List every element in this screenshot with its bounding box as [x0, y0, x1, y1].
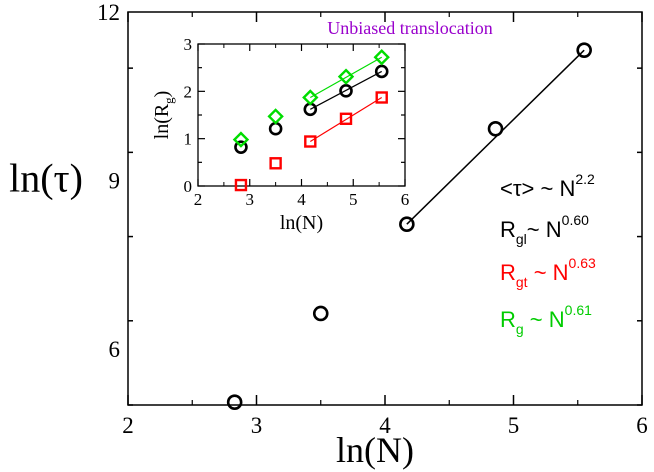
inset-data-point [337, 68, 355, 85]
main-y-tick-label: 6 [109, 337, 121, 362]
inset-x-tick-label: 4 [297, 190, 306, 209]
inset-data-point [302, 89, 319, 106]
scaling-annotation: Rgt ~ N0.63 [500, 255, 596, 290]
annotation-base: R [500, 307, 516, 332]
inset-x-tick-label: 6 [401, 190, 410, 209]
annotation-superscript: 2.2 [575, 171, 595, 187]
inset-data-point [375, 91, 388, 104]
inset-data-point [374, 64, 389, 79]
annotation-subscript: g [516, 321, 524, 337]
scaling-annotation: <τ> ~ N2.2 [500, 171, 595, 201]
annotation-subscript: gl [516, 231, 527, 247]
main-x-axis-title: ln(N) [336, 430, 414, 470]
main-x-tick-label: 2 [122, 413, 134, 438]
main-x-tick-label: 3 [251, 413, 263, 438]
inset-y-tick-label: 2 [184, 82, 193, 101]
inset-y-title-base: ln(R [151, 103, 173, 139]
inset-y-tick-label: 1 [184, 130, 193, 149]
annotation-base: <τ> ~ N [500, 176, 575, 201]
inset-y-tick-label: 3 [184, 35, 193, 54]
inset-data-point [339, 112, 353, 125]
main-data-point [399, 216, 415, 233]
inset-data-point [234, 140, 248, 154]
main-x-tick-label: 4 [379, 413, 391, 438]
annotation-base: R [500, 260, 516, 285]
scaling-annotation: Rg ~ N0.61 [500, 302, 592, 337]
inset-y-title-end: ) [151, 91, 173, 98]
main-y-tick-label: 12 [97, 0, 120, 25]
inset-fit-line [310, 56, 383, 99]
inset-data-point [304, 135, 317, 148]
inset-data-point [267, 108, 284, 125]
inset-data-point [232, 131, 250, 148]
inset-plot-frame [197, 43, 406, 187]
inset-title: Unbiased translocation [327, 18, 492, 38]
inset-x-axis-title: ln(N) [280, 212, 323, 234]
main-data-point [487, 120, 504, 137]
inset-data-point [339, 84, 353, 98]
main-data-point [576, 42, 592, 58]
annotation-rest: ~ N [528, 260, 569, 285]
inset-data-point [269, 157, 282, 170]
inset-data-point [234, 178, 248, 192]
annotation-rest: ~ N [524, 307, 565, 332]
main-y-tick-label: 9 [109, 168, 121, 193]
inset-data-point [373, 49, 390, 66]
main-fit-line [406, 49, 585, 225]
scaling-annotation: Rgl~ N0.60 [500, 212, 589, 247]
annotation-base: R [500, 217, 516, 242]
inset-plot: 2 3 4 5 6 0 1 2 3 ln(N) ln(Rg) Unbiased translocati… [151, 18, 493, 234]
inset-fit-line [310, 70, 382, 110]
inset-fit-line [309, 96, 383, 143]
annotation-subscript: gt [516, 274, 528, 290]
annotation-superscript: 0.63 [569, 255, 596, 271]
inset-x-tick-label: 5 [349, 190, 358, 209]
inset-x-tick-label: 3 [246, 190, 255, 209]
main-x-tick-label: 5 [508, 413, 520, 438]
inset-x-tick-label: 2 [194, 190, 203, 209]
inset-y-tick-label: 0 [184, 177, 193, 196]
annotation-superscript: 0.60 [562, 212, 589, 228]
inset-y-axis-title: ln(Rg) [151, 91, 176, 140]
inset-y-title-subscript: g [161, 97, 176, 104]
main-data-point [226, 394, 243, 410]
main-data-point [312, 305, 329, 322]
main-y-axis-title: ln(τ) [9, 156, 83, 201]
annotation-rest: ~ N [527, 217, 562, 242]
annotation-superscript: 0.61 [565, 302, 592, 318]
main-x-tick-label: 6 [636, 413, 648, 438]
